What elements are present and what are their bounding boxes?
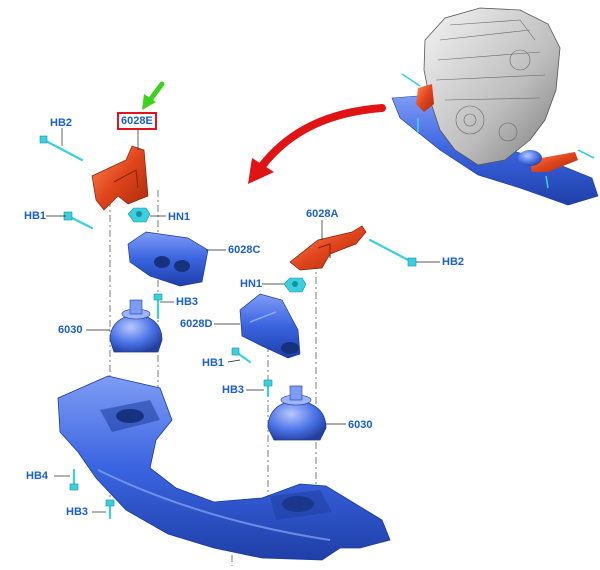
label-hn1-left: HN1 <box>168 211 191 223</box>
label-6030-right: 6030 <box>348 419 373 431</box>
engine-overview-inset <box>391 7 599 206</box>
bracket-6028c <box>127 231 209 287</box>
bracket-6028a <box>289 225 367 271</box>
engine-mount-6030-left <box>109 299 163 353</box>
highlight-arrow <box>142 81 165 110</box>
leader-lines <box>46 128 440 513</box>
bolt-hb2-right <box>368 238 414 264</box>
label-6028d: 6028D <box>180 318 213 330</box>
label-hb4: HB4 <box>26 470 49 482</box>
direction-arrow <box>248 104 386 184</box>
label-hb3-bottom: HB3 <box>66 506 89 518</box>
inset-bracket-left <box>416 84 434 112</box>
bracket-6028d <box>239 293 301 359</box>
label-hb3-right: HB3 <box>222 384 245 396</box>
crossmember <box>57 375 391 561</box>
inset-bracket-right <box>530 152 578 172</box>
label-hb1-left: HB1 <box>24 210 47 222</box>
bolt-heads <box>39 135 417 507</box>
label-6028a: 6028A <box>306 208 339 220</box>
label-hb2-right: HB2 <box>442 256 465 268</box>
label-hb3-left: HB3 <box>176 296 199 308</box>
engine-mount-6030-right <box>267 385 327 441</box>
label-6030-left: 6030 <box>58 324 83 336</box>
label-6028c: 6028C <box>228 244 261 256</box>
label-hb2-top: HB2 <box>50 117 73 129</box>
nut-hn1-right <box>283 277 307 293</box>
bolt-hb2-top <box>42 138 84 162</box>
label-6028e-highlighted: 6028E <box>117 112 157 130</box>
label-hn1-right: HN1 <box>240 278 263 290</box>
engine-block <box>423 7 561 166</box>
bracket-6028e <box>91 145 149 211</box>
label-hb1-right: HB1 <box>202 357 225 369</box>
nut-hn1-left <box>127 207 151 223</box>
